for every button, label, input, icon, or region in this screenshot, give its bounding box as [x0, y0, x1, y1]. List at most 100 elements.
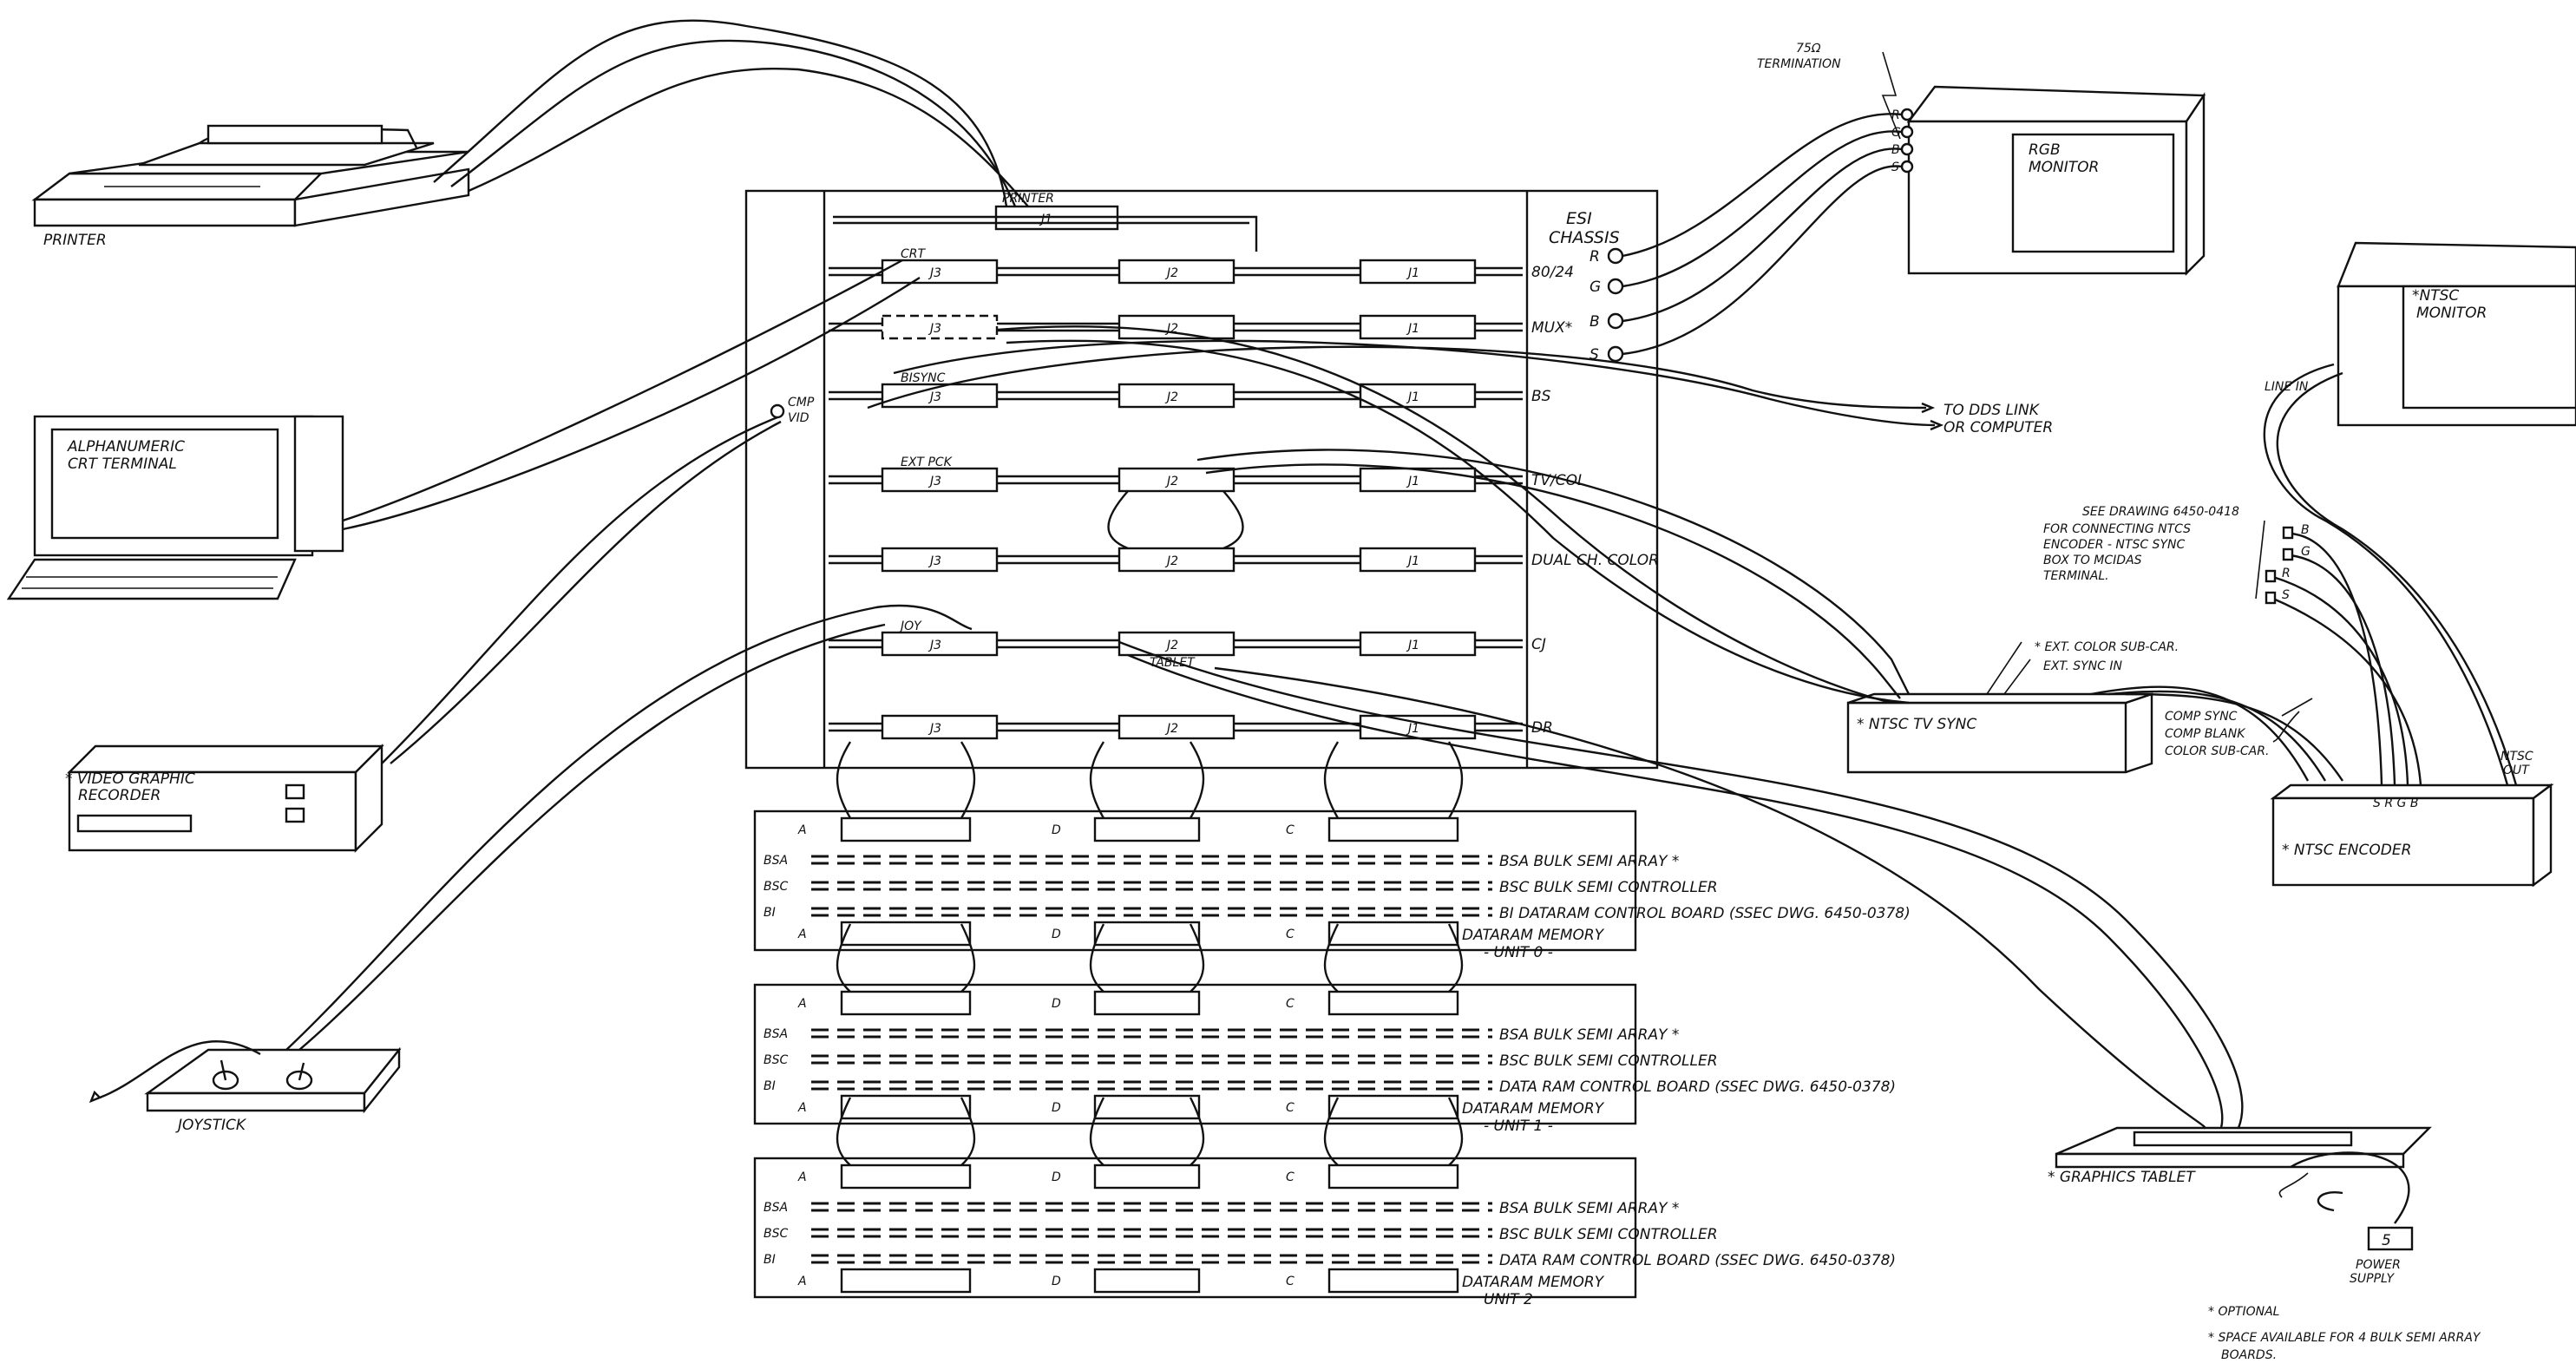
memory-unit-title: DATARAM MEMORY [1462, 927, 1605, 944]
power-supply-device: 5 POWER SUPPLY [2318, 1192, 2412, 1286]
optional-note: * OPTIONAL [2208, 1305, 2279, 1319]
mem-row-desc: DATA RAM CONTROL BOARD (SSEC DWG. 6450-0… [1499, 1252, 1896, 1269]
dds-note-2: OR COMPUTER [1943, 419, 2053, 436]
mem-row-desc: BSA BULK SEMI ARRAY * [1499, 1200, 1679, 1217]
chassis-row-sub: BISYNC [901, 371, 946, 385]
chassis-row-tag: CJ [1531, 636, 1546, 653]
joystick-label: JOYSTICK [175, 1117, 247, 1134]
see-drawing-5: TERMINAL. [2043, 569, 2109, 583]
side-b-label: B [2301, 523, 2310, 537]
video-graphic-recorder-device: * VIDEO GRAPHIC RECORDER [65, 746, 382, 850]
cmp-vid-label-1: CMP [788, 396, 815, 410]
chassis-row-sub: CRT [901, 247, 927, 261]
mem-row-desc: BSA BULK SEMI ARRAY * [1499, 853, 1679, 870]
see-drawing-3: ENCODER - NTSC SYNC [2043, 538, 2185, 552]
conn-label: A [797, 1101, 807, 1115]
mem-row-desc: DATA RAM CONTROL BOARD (SSEC DWG. 6450-0… [1499, 1078, 1896, 1096]
chassis-row-tag: 80/24 [1531, 264, 1574, 281]
ntsc-tv-sync-label: * NTSC TV SYNC [1857, 716, 1976, 733]
mem-row-desc: BI DATARAM CONTROL BOARD (SSEC DWG. 6450… [1499, 905, 1911, 922]
graphics-tablet-device: * GRAPHICS TABLET [2048, 1128, 2429, 1186]
side-s-label: S [2282, 588, 2290, 602]
conn-label: D [1052, 928, 1061, 941]
chassis-row-sub2: TABLET [1150, 656, 1196, 670]
conn-label: A [797, 823, 807, 837]
mem-row-desc: BSC BULK SEMI CONTROLLER [1499, 1052, 1718, 1070]
connector-j2-label: J2 [1164, 722, 1178, 736]
memory-unit-title: DATARAM MEMORY [1462, 1100, 1605, 1118]
chassis-row-tag: MUX* [1531, 319, 1572, 337]
chassis-row-sub: JOY [898, 619, 922, 633]
svg-text:5: 5 [2382, 1232, 2391, 1249]
graphics-tablet-label: * GRAPHICS TABLET [2048, 1169, 2196, 1186]
chassis-row: J3J2J1MUX* [829, 316, 1572, 338]
mem-row-label: BI [764, 1079, 776, 1093]
mem-row-desc: BSC BULK SEMI CONTROLLER [1499, 879, 1718, 896]
mem-row-label: BI [764, 1253, 776, 1267]
comp-sync-note: COMP SYNC [2165, 710, 2238, 724]
connector-j1-label: J1 [1406, 722, 1419, 736]
connector-j1-label: J1 [1406, 639, 1419, 652]
side-g-label: G [2301, 545, 2311, 559]
joystick-device: JOYSTICK [91, 1041, 399, 1134]
crt-terminal-label-2: CRT TERMINAL [68, 456, 177, 473]
rgb-monitor-label-2: MONITOR [2029, 159, 2099, 176]
connector-j1-label: J1 [1406, 390, 1419, 404]
conn-label: A [797, 997, 807, 1011]
mem-row-label: BI [764, 906, 776, 920]
vgr-label-2: RECORDER [78, 787, 161, 804]
connector-j3-label: J3 [927, 639, 941, 652]
connector-j2-label: J2 [1164, 475, 1178, 488]
memory-unit-title: DATARAM MEMORY [1462, 1274, 1605, 1291]
connector-j1-label: J1 [1406, 266, 1419, 280]
mem-row-desc: BSC BULK SEMI CONTROLLER [1499, 1226, 1718, 1243]
chassis-r-jack [1609, 249, 1622, 263]
conn-label: A [797, 1170, 807, 1184]
conn-label: C [1286, 1170, 1295, 1184]
comp-blank-note: COMP BLANK [2165, 727, 2246, 741]
mem-row-label: BSC [764, 1053, 788, 1067]
mem-row-label: BSC [764, 1227, 788, 1241]
ntsc-monitor-device: *NTSC MONITOR LINE IN [2265, 243, 2576, 425]
termination-note-1: 75Ω [1796, 42, 1821, 56]
space-note-2: BOARDS. [2221, 1348, 2277, 1362]
power-supply-label-2: SUPPLY [2350, 1272, 2395, 1286]
mem-row-label: BSA [764, 854, 788, 868]
connector-j3-label: J3 [927, 266, 941, 280]
power-supply-label-1: POWER [2356, 1258, 2401, 1272]
connector-j3-label: J3 [927, 322, 941, 336]
conn-label: A [797, 928, 807, 941]
crt-terminal-device: ALPHANUMERIC CRT TERMINAL [9, 416, 343, 599]
chassis-b-label: B [1590, 313, 1600, 331]
color-subcar-note: COLOR SUB-CAR. [2165, 744, 2269, 758]
conn-label: C [1286, 1101, 1295, 1115]
encoder-pins-label: S R G B [2373, 796, 2418, 810]
rgb-monitor-device: RGB MONITOR R G B S [1883, 52, 2204, 273]
ntsc-encoder-label: * NTSC ENCODER [2282, 842, 2411, 859]
svg-text:S: S [1891, 161, 1899, 174]
mem-row-label: BSC [764, 880, 788, 894]
ext-sync-note: EXT. SYNC IN [2043, 659, 2122, 673]
dataram-memory-units: A D C BSA BSA BULK SEMI ARRAY * BSC BSC BULK S… [755, 742, 1911, 1308]
ntsc-encoder-device: * NTSC ENCODER S R G B NTSC OUT [2273, 750, 2551, 885]
memory-unit-number: - UNIT 0 - [1484, 944, 1553, 961]
chassis-b-jack [1609, 314, 1622, 328]
conn-label: D [1052, 997, 1061, 1011]
space-note-1: * SPACE AVAILABLE FOR 4 BULK SEMI ARRAY [2208, 1331, 2481, 1345]
mem-row-label: BSA [764, 1027, 788, 1041]
connector-j2-label: J2 [1164, 390, 1178, 404]
crt-terminal-label-1: ALPHANUMERIC [67, 438, 185, 456]
chassis-row-tag: BS [1531, 388, 1551, 405]
side-r-label: R [2282, 567, 2291, 580]
chassis-s-jack [1609, 347, 1622, 361]
memory-unit-number: UNIT 2 [1484, 1291, 1533, 1308]
chassis-printer-j1: J1 [1039, 213, 1052, 226]
printer-device: PRINTER [35, 126, 469, 249]
see-drawing-4: BOX TO MCIDAS [2043, 554, 2142, 567]
connector-j2-label: J2 [1164, 554, 1178, 568]
conn-label: D [1052, 1275, 1061, 1288]
chassis-row-sub: EXT PCK [901, 456, 954, 469]
connector-j2-label: J2 [1164, 266, 1178, 280]
cmp-vid-label-2: VID [788, 411, 810, 425]
ntsc-monitor-label-1: *NTSC [2412, 287, 2459, 305]
